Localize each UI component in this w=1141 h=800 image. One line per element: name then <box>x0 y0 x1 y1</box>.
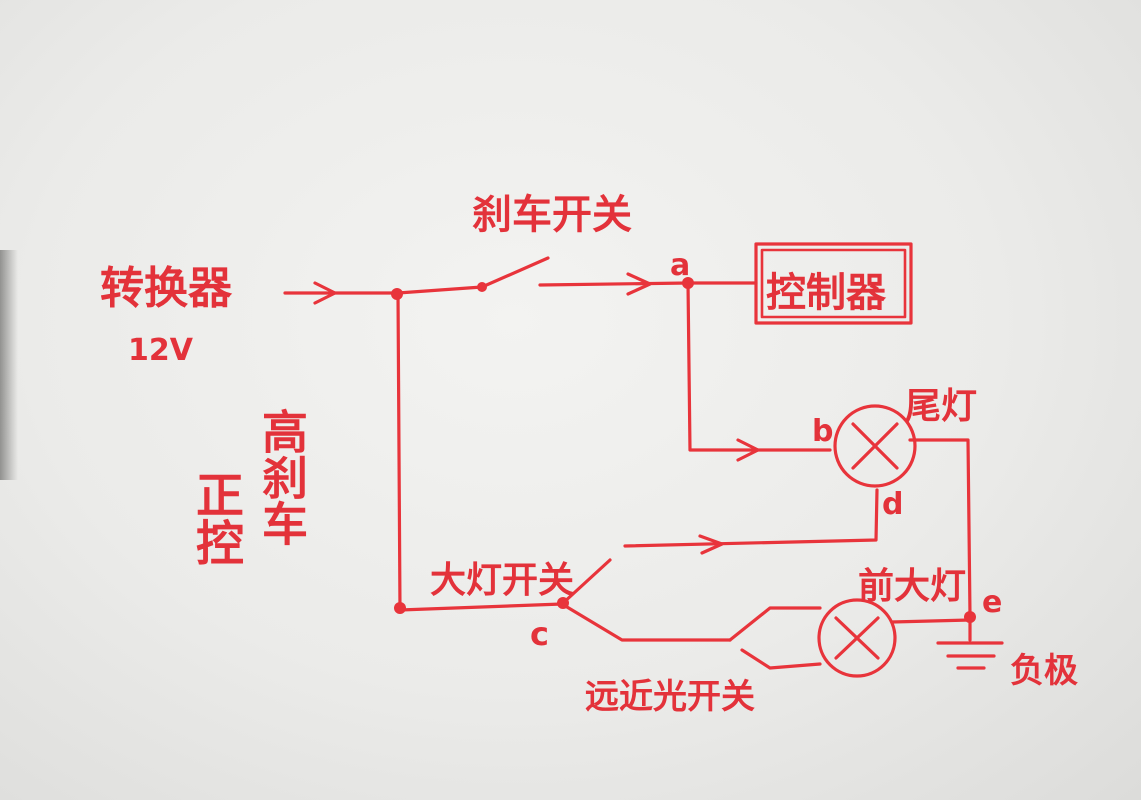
junction-dot-a <box>682 277 694 289</box>
arrow-source <box>313 281 337 305</box>
source-label: 转换器 <box>100 263 233 314</box>
high-low-switch-label: 远近光开关 <box>585 677 755 717</box>
ground-symbol <box>936 641 1004 670</box>
arrow-to-b <box>736 438 760 462</box>
node-b-label: b <box>812 414 833 449</box>
hilo-switch-upper <box>728 606 822 642</box>
wire-a-down <box>686 281 832 452</box>
headlight-switch-blade <box>560 558 612 606</box>
junction-dot-left-bus <box>394 602 406 614</box>
controller-box-inner <box>760 248 907 319</box>
junction-dot-source <box>391 288 403 300</box>
junction-dot-ground <box>964 611 976 623</box>
brake-switch-blade <box>480 256 550 289</box>
wire-head-to-ground <box>890 618 972 624</box>
tail-light-label: 尾灯 <box>905 386 977 427</box>
controller-label: 控制器 <box>766 270 887 316</box>
side-note-left: 正控 <box>187 470 244 566</box>
source-voltage: 12V <box>128 333 194 368</box>
hilo-switch-lower <box>740 648 822 670</box>
tail-light-lamp <box>833 404 917 488</box>
wire-brake-switch-to-a <box>538 281 690 287</box>
brake-switch-label: 刹车开关 <box>472 192 632 238</box>
node-c-label: c <box>530 615 549 653</box>
node-d-label: d <box>882 487 903 522</box>
headlight-label: 前大灯 <box>858 566 966 607</box>
headlight-lamp <box>817 598 897 678</box>
controller-box <box>754 242 913 325</box>
headlight-switch-pivot <box>557 597 569 609</box>
brake-switch-pivot <box>477 282 487 292</box>
wire-node1-to-brake-switch <box>396 285 484 295</box>
negative-label: 负极 <box>1010 651 1078 691</box>
paper-edge-shadow <box>0 250 18 480</box>
node-a-label: a <box>670 248 690 283</box>
node-e-label: e <box>982 585 1002 620</box>
wire-c-to-hilo <box>560 602 732 642</box>
side-note-right: 高刹车 <box>255 408 309 546</box>
arrow-to-a <box>626 272 652 296</box>
headlight-switch-label: 大灯开关 <box>430 560 574 601</box>
arrow-to-d <box>698 534 724 555</box>
wire-headlight-switch-to-d <box>623 488 879 548</box>
wire-tail-to-ground <box>908 438 972 617</box>
